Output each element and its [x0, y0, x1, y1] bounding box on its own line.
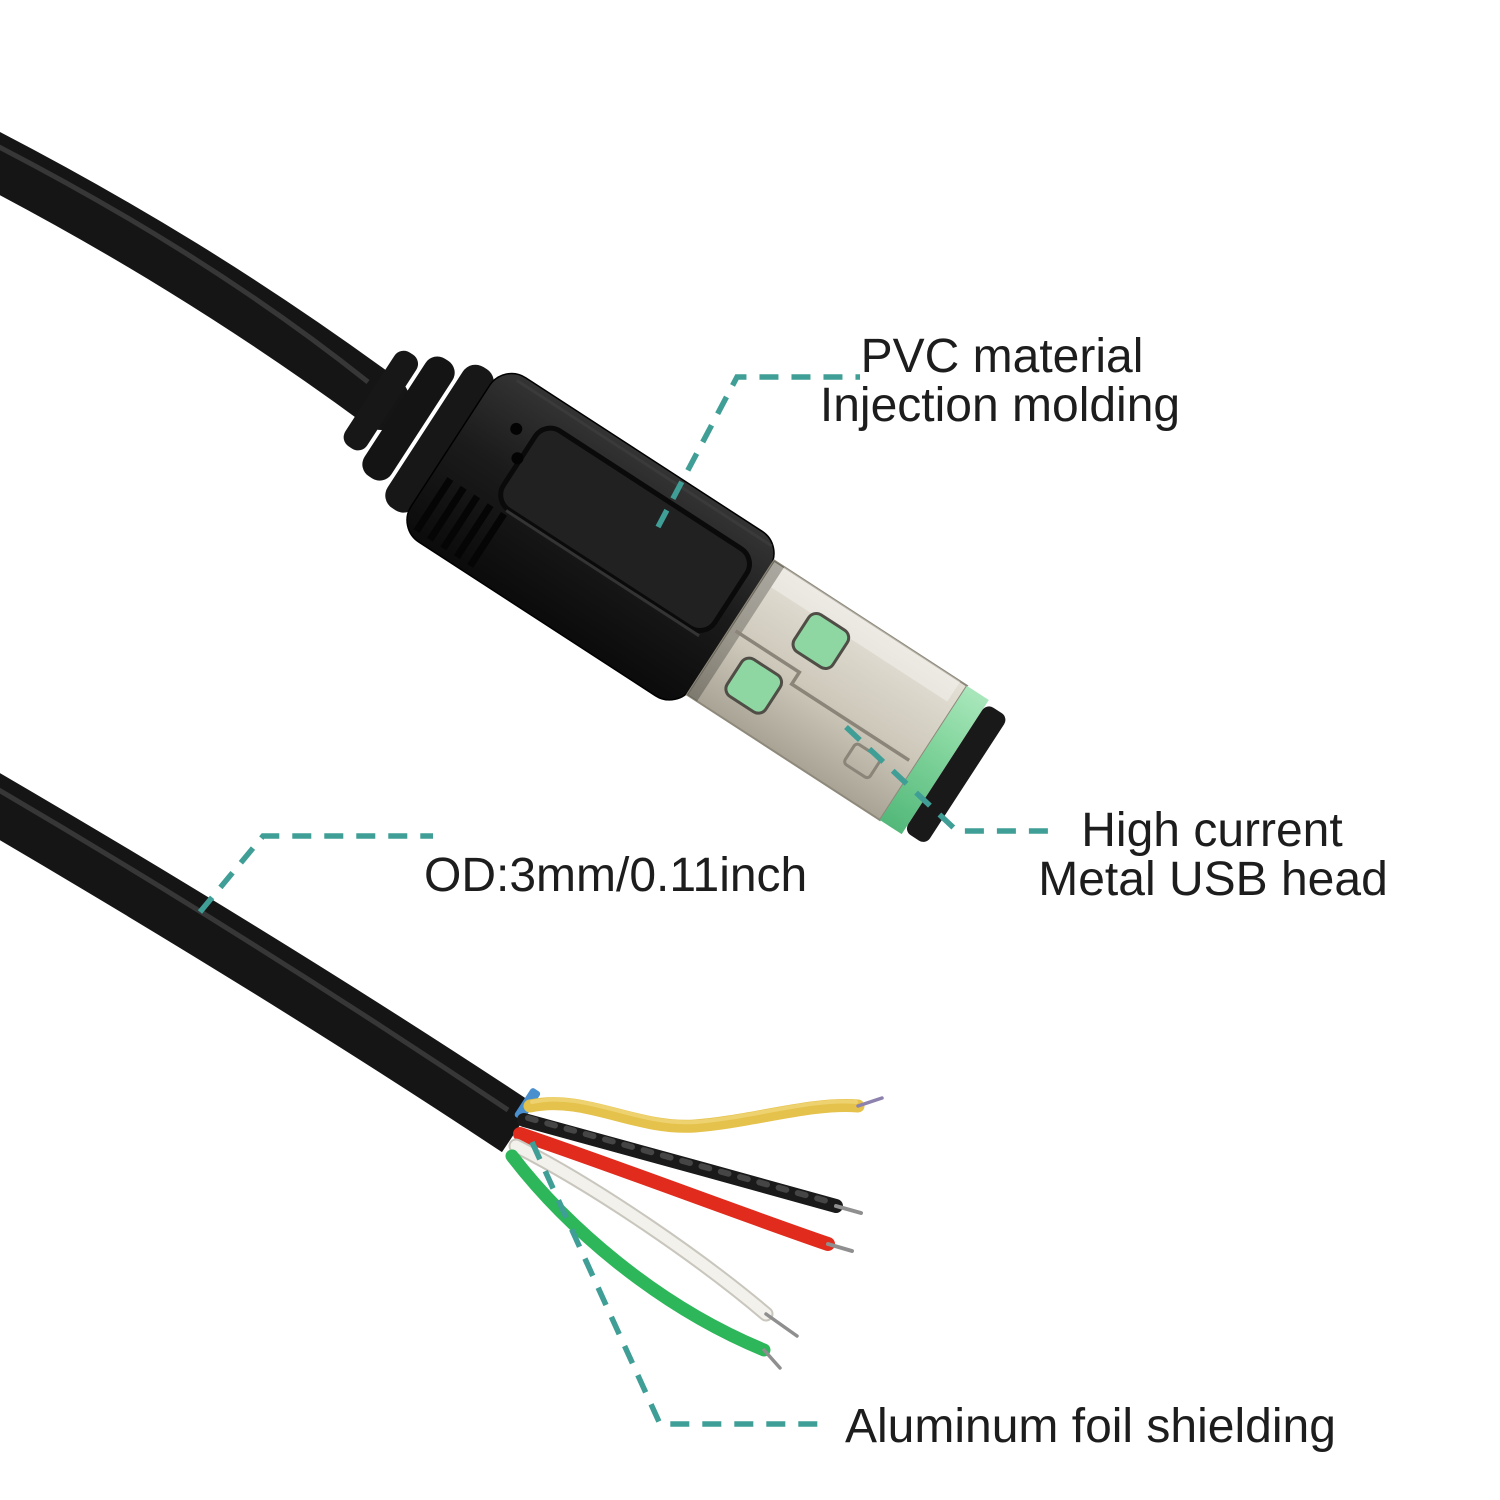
leader-line-usb-head — [844, 724, 1056, 834]
shell-shine — [771, 567, 961, 702]
mold-dot — [511, 452, 524, 465]
leader-line-shielding — [529, 1140, 830, 1427]
wire-yellow-highlight — [530, 1097, 858, 1125]
wire-green — [505, 1149, 771, 1357]
wire-white-bare-tip — [764, 1312, 799, 1338]
usb-tongue — [879, 685, 989, 835]
wire-yellow-bare-tip — [856, 1096, 884, 1108]
usb-cable-jacket — [0, 131, 410, 430]
usb-connector — [343, 350, 1006, 842]
label-foil-shielding: Aluminum foil shielding — [845, 1400, 1336, 1453]
wire-red-bare-tip — [826, 1242, 854, 1253]
label-outer-diameter: OD:3mm/0.11inch — [424, 849, 807, 902]
wire-red — [513, 1127, 835, 1251]
label-usb-head-line1: High current — [1081, 804, 1342, 857]
label-pvc-material-line2: Injection molding — [820, 379, 1180, 432]
usb-slot — [906, 706, 1006, 842]
wire-black-texture — [525, 1115, 837, 1206]
wire-black-bare-tip — [834, 1204, 863, 1215]
strain-relief-rib — [385, 364, 494, 513]
pigtail-cable-highlight — [0, 787, 510, 1113]
mold-dot — [510, 422, 523, 435]
molded-panel-edge-highlight — [505, 509, 700, 638]
usb-cable-highlight — [0, 144, 370, 384]
wire-yellow — [523, 1097, 865, 1133]
leader-line-od — [197, 833, 433, 914]
label-pvc-material-line1: PVC material — [861, 330, 1144, 383]
strain-relief-rib — [362, 356, 455, 481]
label-usb-head-line2: Metal USB head — [1038, 853, 1388, 906]
overmold-top-highlight — [515, 379, 773, 548]
usb-contact-hole — [791, 611, 851, 671]
pigtail-cable-jacket — [0, 773, 535, 1153]
shell-seam — [734, 629, 911, 762]
leader-line-pvc — [655, 374, 860, 529]
overmold-ridges — [413, 477, 507, 568]
strain-relief-rib — [343, 350, 419, 451]
wire-green-bare-tip — [762, 1348, 782, 1370]
usb-contact-hole — [724, 656, 784, 715]
wire-white — [510, 1140, 772, 1320]
